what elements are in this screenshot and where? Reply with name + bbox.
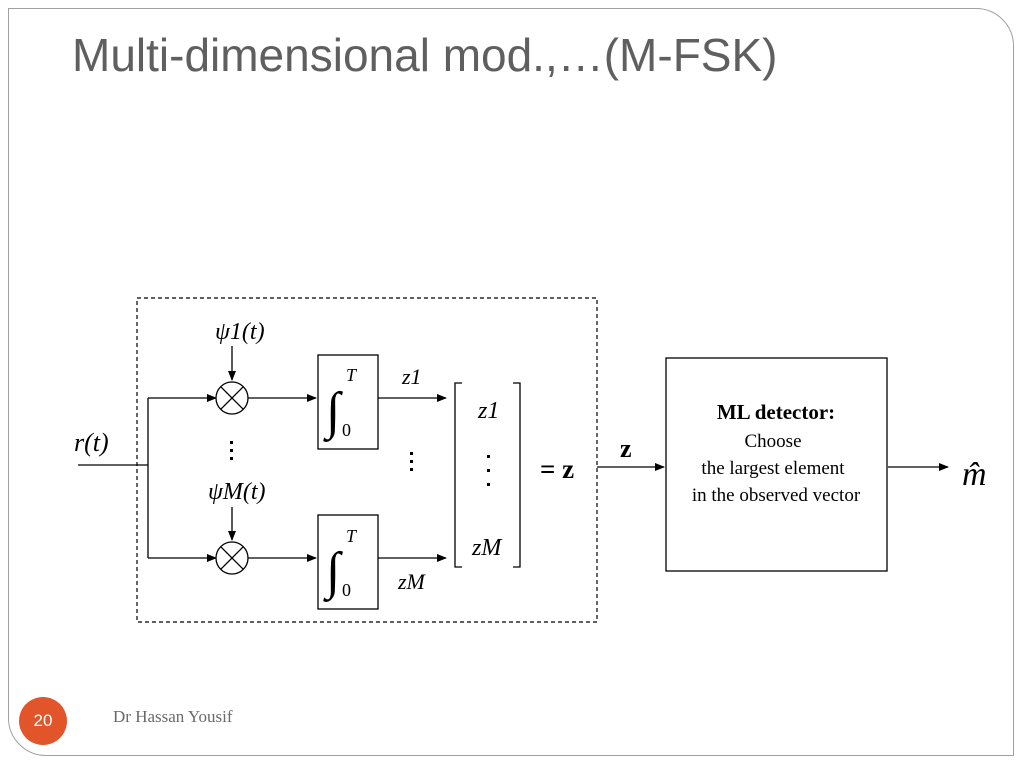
- integral-top-lower: 0: [342, 420, 351, 440]
- output-estimate-label: m̂: [962, 456, 987, 493]
- output-bottom-label: zM: [397, 569, 427, 594]
- vector-ellipsis: [487, 455, 490, 486]
- detector-line-2: the largest element: [701, 458, 845, 479]
- vector-equals-label: = z: [540, 454, 574, 484]
- detector-line-3: in the observed vector: [692, 485, 861, 506]
- branch-ellipsis: [230, 441, 233, 460]
- output-ellipsis: [410, 452, 413, 471]
- multiplier-bottom: [215, 541, 249, 575]
- svg-text:∫: ∫: [323, 383, 343, 442]
- detector-heading: ML detector:: [717, 400, 835, 424]
- basis-bottom-label: ψM(t): [208, 479, 266, 505]
- basis-top-label: ψ1(t): [215, 319, 265, 345]
- slide-title: Multi-dimensional mod.,…(M-FSK): [72, 29, 778, 81]
- detector-line-1: Choose: [745, 431, 802, 452]
- integrator-bottom: ∫ T 0: [317, 514, 379, 610]
- vector-bottom-entry: zM: [471, 535, 503, 561]
- vector-top-entry: z1: [477, 398, 499, 424]
- vector-bracket-left: [454, 382, 462, 568]
- integrator-top: ∫ T 0: [317, 354, 379, 450]
- vector-bracket-right: [513, 382, 521, 568]
- vector-symbol-label: z: [620, 434, 632, 463]
- ml-detector-block: ML detector: Choose the largest element …: [665, 357, 888, 572]
- integral-top-upper: T: [346, 365, 358, 385]
- input-label: r(t): [74, 428, 109, 457]
- author-footer: Dr Hassan Yousif: [113, 707, 233, 726]
- page-number-badge: 20: [19, 697, 67, 745]
- svg-text:∫: ∫: [323, 543, 343, 602]
- multiplier-top: [215, 381, 249, 415]
- integral-bottom-upper: T: [346, 526, 358, 546]
- output-top-label: z1: [401, 364, 422, 389]
- integral-bottom-lower: 0: [342, 580, 351, 600]
